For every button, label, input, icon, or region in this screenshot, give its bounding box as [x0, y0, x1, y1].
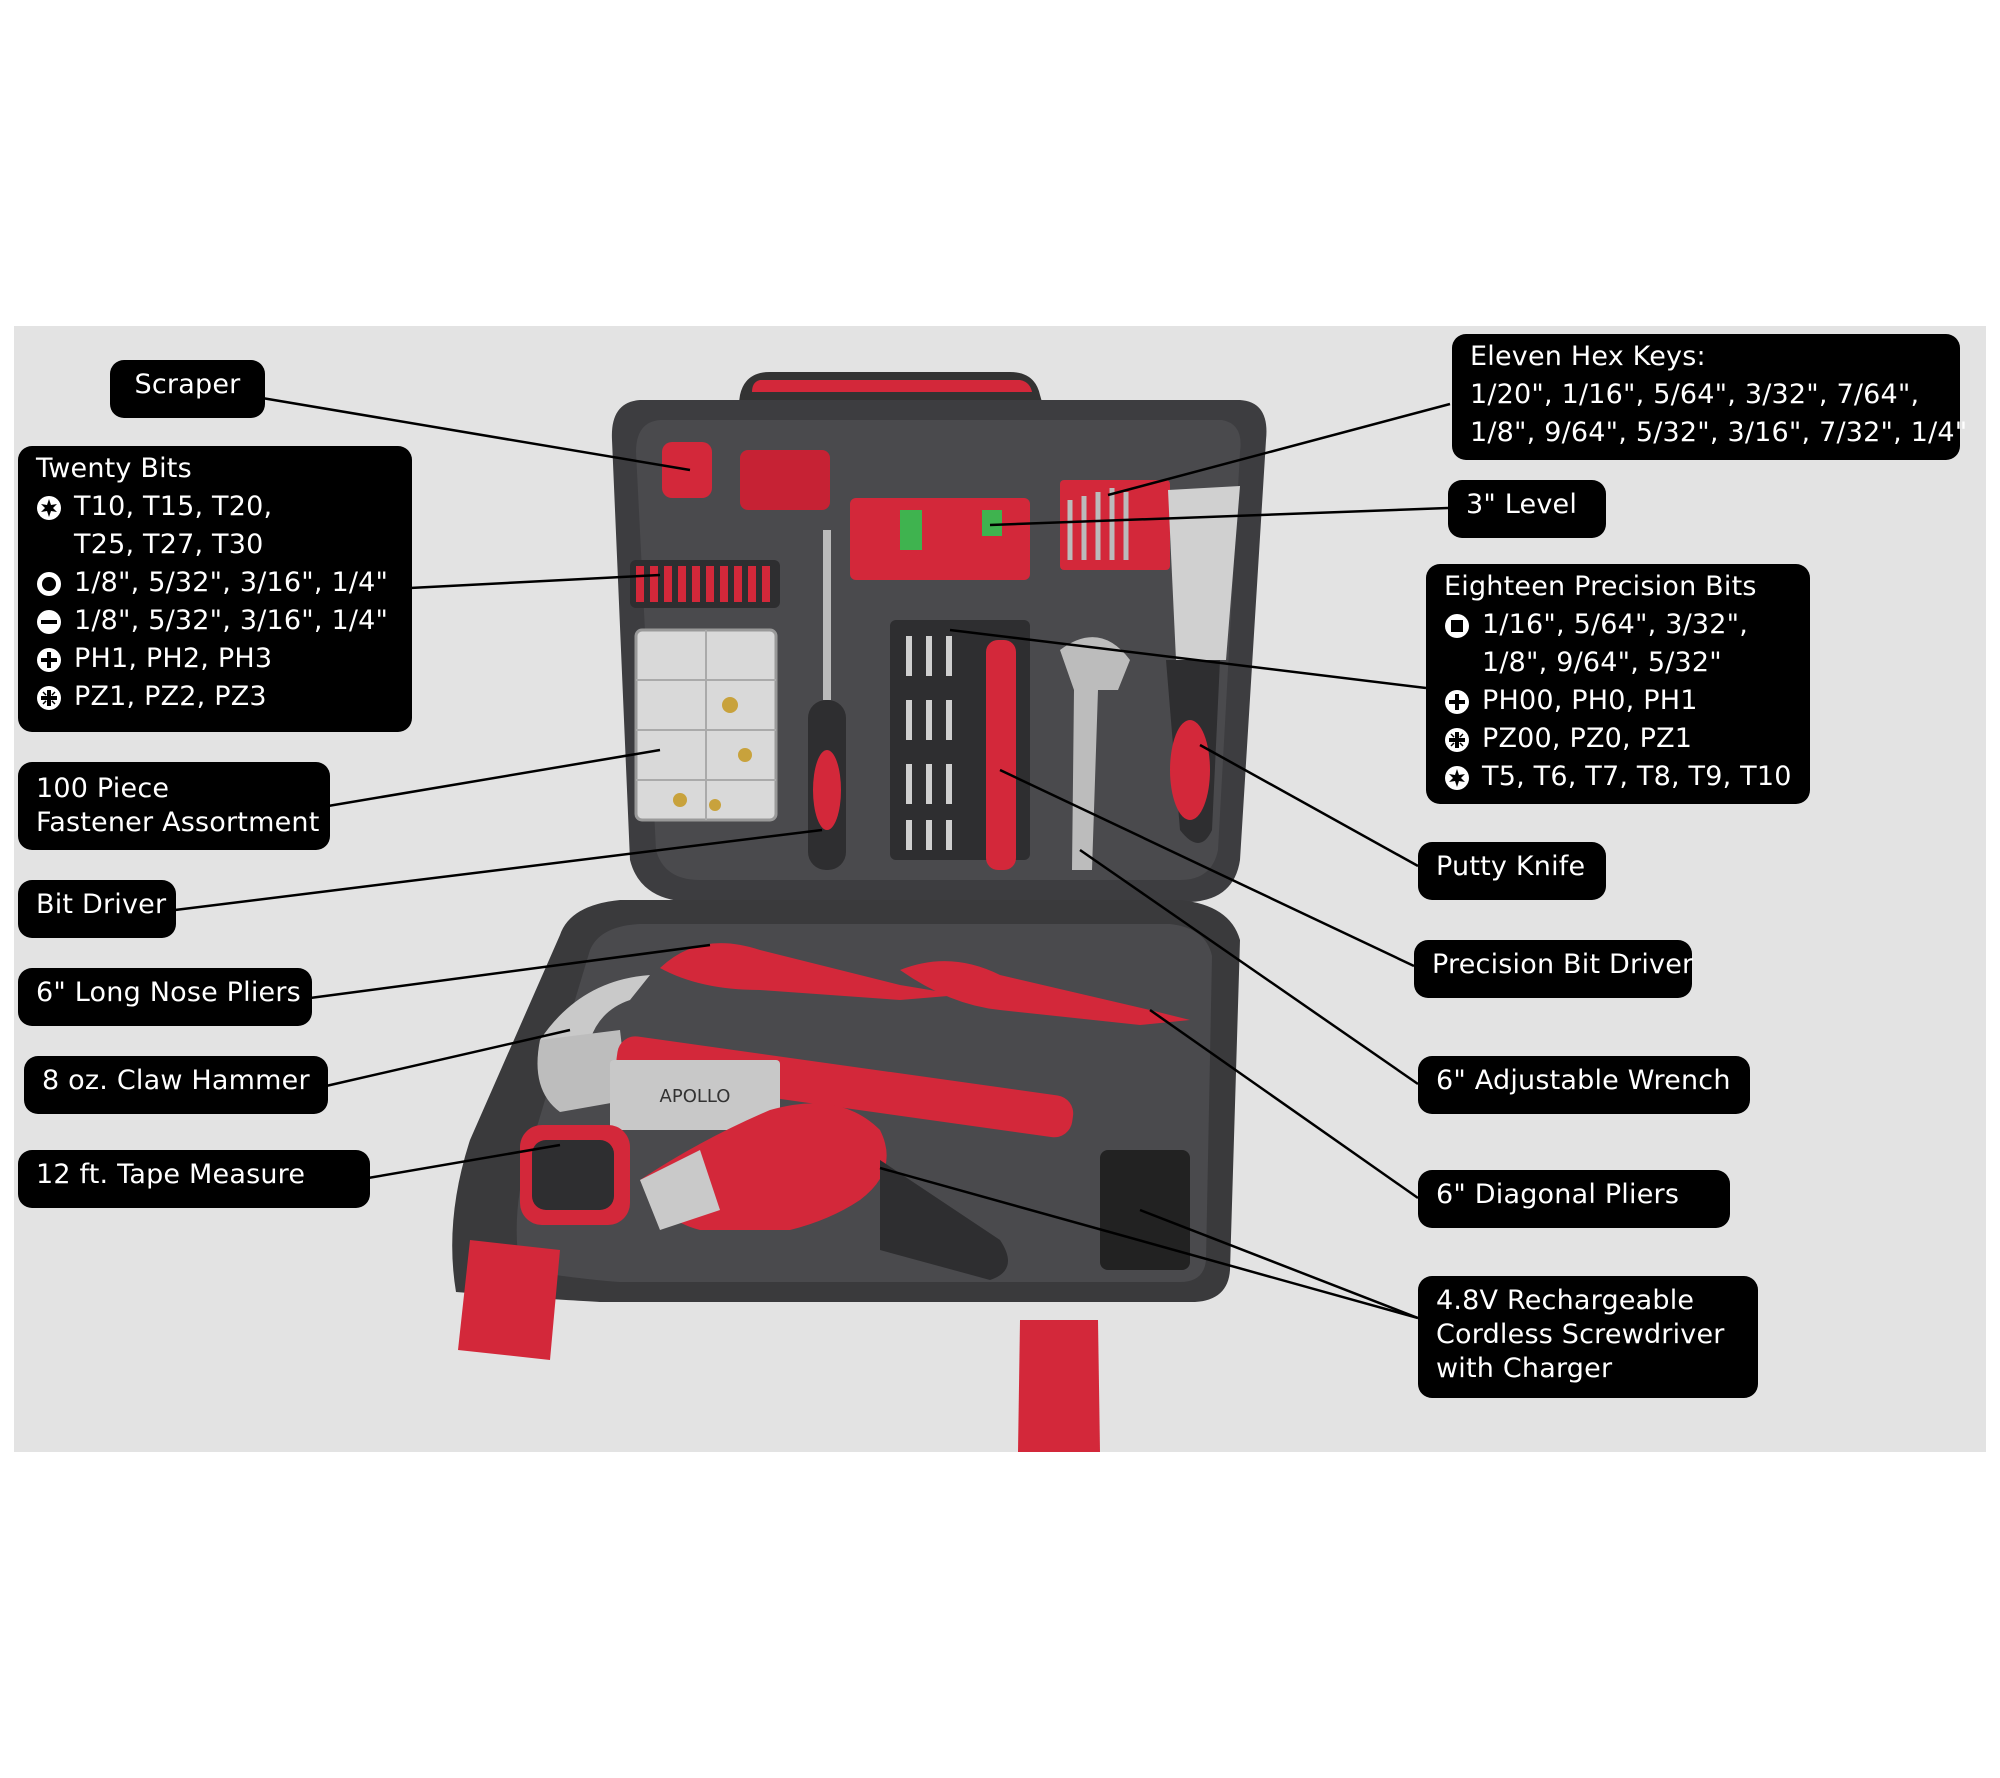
label-diagonal-pliers: 6" Diagonal Pliers	[1418, 1170, 1730, 1228]
label-twenty-bits-title: Twenty Bits	[36, 453, 192, 484]
label-tape-measure: 12 ft. Tape Measure	[18, 1150, 370, 1208]
callout-leader-lines	[174, 396, 1451, 1320]
phillips-bit-icon	[37, 648, 61, 672]
label-scraper: Scraper	[110, 360, 265, 418]
pozidriv-bit-icon	[1445, 728, 1469, 752]
label-twenty-bits: Twenty Bits T10, T15, T20, T25, T27, T30…	[18, 446, 412, 732]
claw-hammer-head	[540, 975, 650, 1040]
hex-keys	[1060, 480, 1170, 570]
putty-knife-blade	[1168, 486, 1240, 660]
level-tool	[850, 498, 1030, 580]
twenty-bits-row-pozidriv: PZ1, PZ2, PZ3	[36, 678, 394, 716]
label-precision-bits-title: Eighteen Precision Bits	[1444, 571, 1757, 602]
precision-bits-row-square-cont: 1/8", 9/64", 5/32"	[1482, 647, 1722, 678]
twenty-bits-row-torx-cont: T25, T27, T30	[74, 529, 264, 560]
label-long-nose-pliers: 6" Long Nose Pliers	[18, 968, 312, 1026]
precision-bits-row-torx: T5, T6, T7, T8, T9, T10	[1444, 758, 1792, 796]
square-bit-icon	[1445, 614, 1469, 638]
twenty-bits-row-phillips: PH1, PH2, PH3	[36, 640, 394, 678]
charger	[1100, 1150, 1190, 1270]
label-putty-knife: Putty Knife	[1418, 842, 1606, 900]
precision-bits-row-pozidriv: PZ00, PZ0, PZ1	[1444, 720, 1792, 758]
label-claw-hammer: 8 oz. Claw Hammer	[24, 1056, 328, 1114]
hex-bit-icon	[37, 572, 61, 596]
twenty-bits-row-torx: T10, T15, T20,	[36, 488, 394, 526]
torx-bit-icon	[37, 496, 61, 520]
label-cordless-screwdriver: 4.8V Rechargeable Cordless Screwdriver w…	[1418, 1276, 1758, 1398]
phillips-bit-icon	[1445, 690, 1469, 714]
slotted-bit-icon	[37, 610, 61, 634]
torx-bit-icon	[1445, 766, 1469, 790]
adjustable-wrench	[1060, 637, 1130, 870]
long-nose-pliers	[660, 943, 960, 1000]
label-fastener-assortment: 100 Piece Fastener Assortment	[18, 762, 330, 850]
precision-bit-driver	[986, 640, 1016, 870]
label-hex-keys: Eleven Hex Keys: 1/20", 1/16", 5/64", 3/…	[1452, 334, 1967, 460]
brand-plate-text: APOLLO	[660, 1086, 731, 1107]
label-precision-bit-driver: Precision Bit Driver	[1414, 940, 1693, 998]
label-precision-bits: Eighteen Precision Bits 1/16", 5/64", 3/…	[1426, 564, 1810, 804]
scraper-holder	[740, 450, 830, 510]
twenty-bits-row-hex: 1/8", 5/32", 3/16", 1/4"	[36, 564, 394, 602]
diagonal-pliers	[900, 961, 1190, 1025]
left-latch	[458, 1240, 560, 1360]
right-latch	[1018, 1320, 1100, 1452]
case-handle-grip	[752, 380, 1032, 392]
brand-plate	[610, 1060, 780, 1130]
label-bit-driver: Bit Driver	[18, 880, 176, 938]
label-adjustable-wrench: 6" Adjustable Wrench	[1418, 1056, 1750, 1114]
bit-driver-shaft	[823, 530, 831, 700]
precision-bits-row-phillips: PH00, PH0, PH1	[1444, 682, 1792, 720]
pozidriv-bit-icon	[37, 686, 61, 710]
precision-bits-row-square: 1/16", 5/64", 3/32",	[1444, 606, 1792, 644]
label-level: 3" Level	[1448, 480, 1606, 538]
twenty-bits-row-slotted: 1/8", 5/32", 3/16", 1/4"	[36, 602, 394, 640]
